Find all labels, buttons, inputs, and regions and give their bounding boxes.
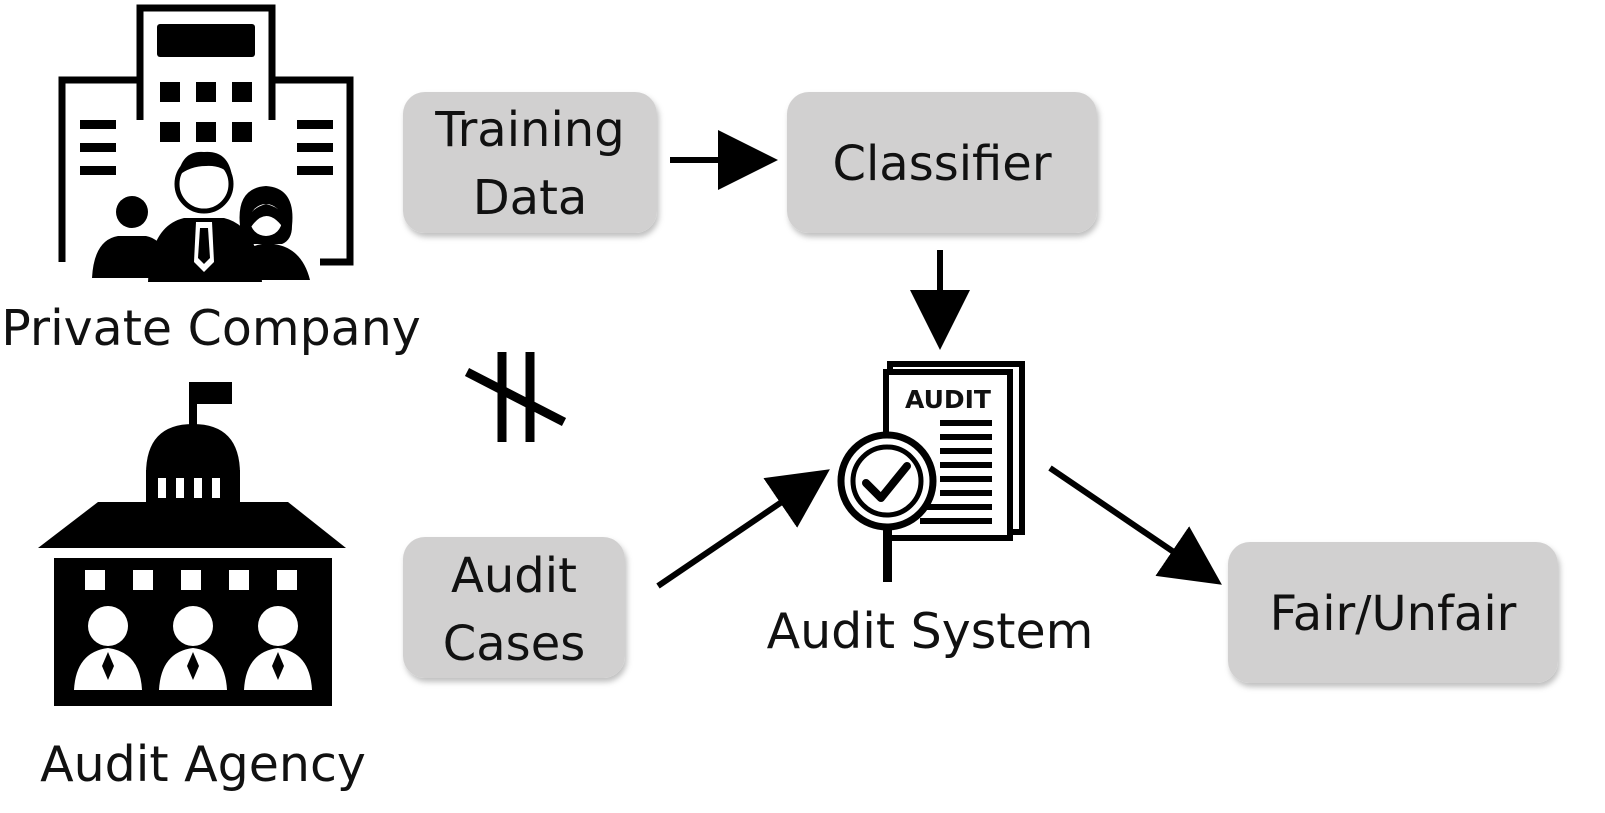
audit-agency-label: Audit Agency (40, 736, 366, 793)
private-company-label: Private Company (1, 300, 421, 357)
audit-doc-heading: AUDIT (905, 385, 991, 414)
not-parallel-icon (464, 352, 567, 442)
audit-system-label: Audit System (767, 603, 1094, 660)
company-building-icon (58, 4, 354, 282)
training-data-line1: Training (434, 102, 624, 158)
arrow-audit-cases-to-audit-system (656, 469, 830, 589)
audit-document-magnifier-icon: AUDIT (837, 361, 1025, 582)
training-data-line2: Data (473, 170, 588, 226)
fair-unfair-label: Fair/Unfair (1270, 586, 1517, 642)
audit-cases-line1: Audit (451, 548, 577, 604)
classifier-label: Classifier (832, 136, 1051, 192)
fair-unfair-box: Fair/Unfair (1228, 542, 1558, 683)
government-building-icon (38, 382, 346, 706)
training-data-box: Training Data (403, 92, 657, 233)
classifier-box: Classifier (787, 92, 1097, 233)
audit-cases-line2: Cases (443, 616, 585, 672)
audit-cases-box: Audit Cases (403, 537, 625, 678)
arrow-audit-system-to-result (1048, 465, 1222, 585)
